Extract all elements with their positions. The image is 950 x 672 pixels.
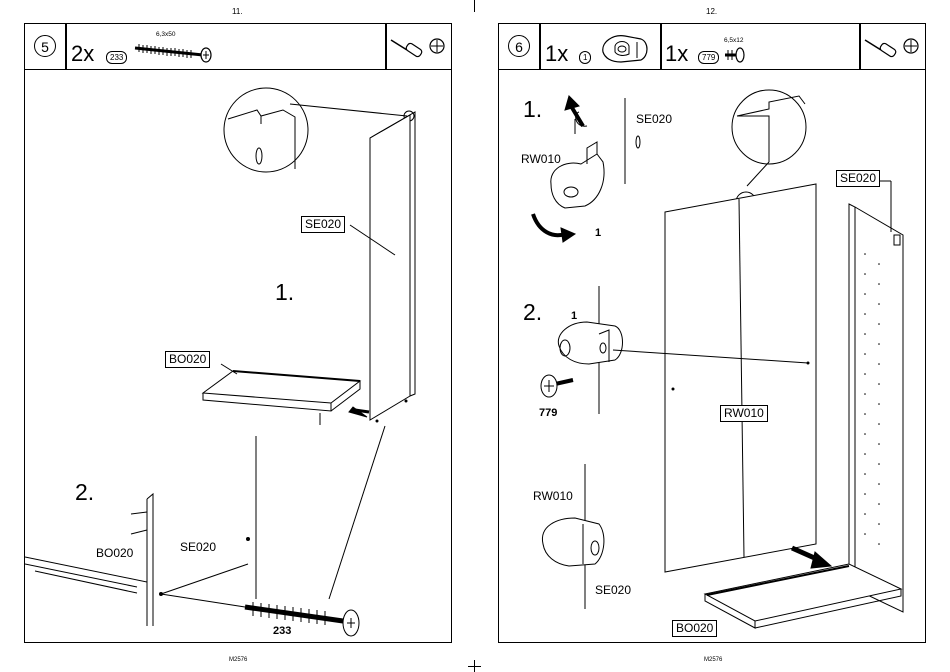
sub-step-1: 1.: [523, 96, 542, 123]
sub-step-2: 2.: [523, 299, 542, 326]
label-se020-box: SE020: [301, 216, 345, 233]
label-part-233: 233: [273, 625, 291, 637]
screw-233-drawing: [245, 602, 359, 636]
sub-step-2: 2.: [75, 479, 94, 506]
label-bo020: BO020: [96, 546, 133, 560]
left-assembly-drawing: [25, 24, 453, 644]
right-page-number: 12.: [706, 7, 717, 16]
label-step2-ref: 1: [571, 310, 577, 322]
label-rw010-top: RW010: [521, 152, 561, 166]
crop-mark-bottom-h: [468, 666, 481, 667]
door-panel: [665, 184, 816, 572]
label-rw010-box: RW010: [720, 405, 768, 422]
bracket-step2-drawing: [558, 322, 622, 364]
bottom-side-panel: [147, 494, 153, 626]
side-panel-se020: [849, 204, 855, 589]
label-rotation-1: 1: [595, 227, 601, 239]
sub-step-1: 1.: [275, 279, 294, 306]
label-se020-box: SE020: [836, 170, 880, 187]
label-part-779: 779: [539, 407, 557, 419]
label-rw010-mid: RW010: [533, 489, 573, 503]
shelf-bo020: [705, 564, 901, 621]
label-se020-bottom: SE020: [595, 583, 631, 597]
right-instruction-page: 6 1x 1 1x 779 6,5x12: [498, 23, 926, 643]
side-panel-se020: [370, 115, 410, 420]
screw-779-drawing: [541, 375, 573, 397]
right-assembly-drawing: [499, 24, 927, 644]
left-footer-code: M2576: [229, 657, 247, 663]
crop-mark-top: [474, 0, 475, 12]
left-page-number: 11.: [232, 7, 243, 16]
label-bo020-box: BO020: [672, 620, 717, 637]
left-instruction-page: 5 2x 233 6,3x50: [24, 23, 452, 643]
arrow-rotate: [533, 214, 565, 235]
right-footer-code: M2576: [704, 657, 722, 663]
label-se020-top: SE020: [636, 112, 672, 126]
label-bo020-box: BO020: [165, 351, 210, 368]
shelf-holes: [864, 253, 880, 545]
bracket-bottom-drawing: [542, 518, 603, 566]
label-se020: SE020: [180, 540, 216, 554]
